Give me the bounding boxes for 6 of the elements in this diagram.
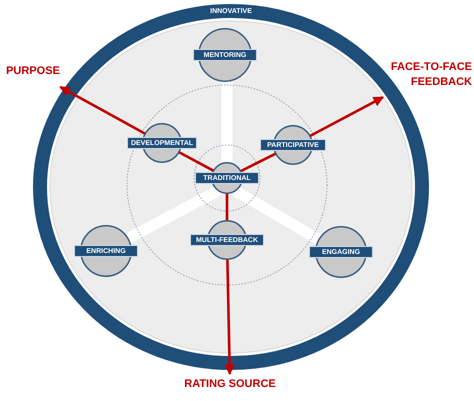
arrow: [310, 96, 384, 137]
category-label: PURPOSE: [2, 64, 64, 79]
arrow: [224, 260, 235, 376]
category-label: RATING SOURCE: [172, 377, 288, 392]
category-label: FACE-TO-FACE FEEDBACK: [374, 60, 472, 90]
arrow: [59, 86, 146, 135]
